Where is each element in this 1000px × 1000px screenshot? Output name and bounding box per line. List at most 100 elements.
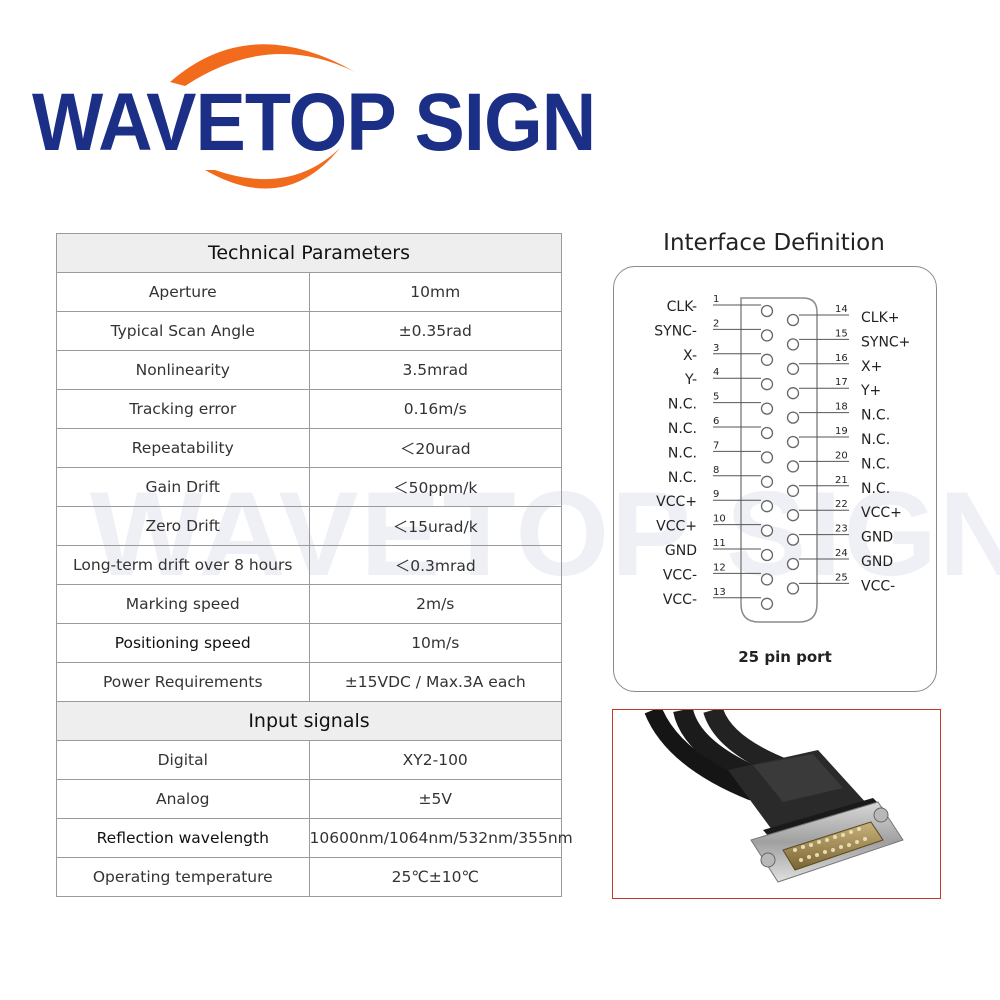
pin-8-contact [760, 475, 774, 488]
param-label: Operating temperature [56, 857, 310, 897]
param-label: Typical Scan Angle [56, 311, 310, 351]
pin-10-contact [760, 524, 774, 537]
pin-15-signal: SYNC+ [861, 334, 910, 350]
pin-17-contact [786, 387, 800, 400]
pin-19-number: 19 [835, 426, 848, 437]
technical-parameters-header: Technical Parameters [56, 233, 562, 273]
pin-5-signal: N.C. [668, 397, 697, 413]
pin-1-contact [760, 304, 774, 318]
pinout-diagram: 1CLK-2SYNC-3X-4Y-5N.C.6N.C.7N.C.8N.C.9VC… [654, 294, 910, 666]
pin-2-contact [760, 329, 774, 342]
param-value: 25℃±10℃ [308, 857, 562, 897]
param-value: ＜15urad/k [308, 506, 562, 546]
pin-25-signal: VCC- [861, 578, 895, 594]
pin-7-signal: N.C. [668, 445, 697, 461]
param-label: Aperture [56, 272, 310, 312]
interface-title: Interface Definition [663, 230, 885, 256]
pin-20-number: 20 [835, 450, 848, 461]
table-row: Repeatability＜20urad [56, 428, 562, 468]
pin-21-contact [786, 484, 800, 497]
pin-24-signal: GND [861, 554, 893, 570]
table-row: Zero Drift＜15urad/k [56, 506, 562, 546]
param-value: XY2-100 [308, 740, 562, 780]
param-value: ＜20urad [308, 428, 562, 468]
pin-12-contact [760, 573, 774, 586]
pin-13-contact [760, 597, 774, 610]
pin-22-number: 22 [835, 499, 848, 510]
port-label: 25 pin port [738, 648, 832, 666]
pin-20-contact [786, 460, 800, 473]
pin-15-number: 15 [835, 328, 848, 339]
connector-photo [612, 709, 941, 899]
table-row: Analog±5V [56, 779, 562, 819]
pin-9-signal: VCC+ [656, 494, 697, 510]
pin-23-contact [786, 533, 800, 546]
param-label: Tracking error [56, 389, 310, 429]
table-row: Long-term drift over 8 hours＜0.3mrad [56, 545, 562, 585]
param-value: 10mm [308, 272, 562, 312]
pin-17-number: 17 [835, 377, 848, 388]
pin-15-contact [786, 338, 800, 351]
pin-17-signal: Y+ [860, 383, 881, 399]
pin-2-number: 2 [713, 318, 719, 329]
param-label: Zero Drift [56, 506, 310, 546]
pin-9-contact [760, 500, 774, 513]
param-value: 3.5mrad [308, 350, 562, 390]
pin-21-number: 21 [835, 475, 848, 486]
pin-14-contact [786, 313, 800, 327]
param-value: ＜50ppm/k [308, 467, 562, 507]
param-value: 2m/s [308, 584, 562, 624]
pin-3-number: 3 [713, 343, 719, 354]
pin-11-signal: GND [665, 543, 697, 559]
param-label: Nonlinearity [56, 350, 310, 390]
param-value: 10m/s [308, 623, 562, 663]
input-signals-header: Input signals [56, 701, 562, 741]
pin-18-signal: N.C. [861, 408, 890, 424]
pin-18-contact [786, 411, 800, 424]
param-label: Positioning speed [56, 623, 310, 663]
param-label: Analog [56, 779, 310, 819]
table-row: Gain Drift＜50ppm/k [56, 467, 562, 507]
pin-10-signal: VCC+ [656, 519, 697, 535]
pin-1-number: 1 [713, 294, 719, 305]
pin-23-number: 23 [835, 524, 848, 535]
brand-name: WAVETOP SIGN [32, 77, 596, 168]
param-label: Digital [56, 740, 310, 780]
connector-outline [740, 297, 818, 623]
pin-6-number: 6 [713, 416, 719, 427]
pin-4-signal: Y- [684, 372, 697, 388]
pin-12-number: 12 [713, 562, 726, 573]
pin-11-number: 11 [713, 538, 726, 549]
param-label: Reflection wavelength [56, 818, 310, 858]
pin-20-signal: N.C. [861, 456, 890, 472]
pin-4-contact [760, 378, 774, 391]
pin-4-number: 4 [713, 367, 719, 378]
pin-8-signal: N.C. [668, 470, 697, 486]
pin-12-signal: VCC- [663, 567, 697, 583]
pin-13-signal: VCC- [663, 592, 697, 608]
pin-7-contact [760, 451, 774, 464]
param-label: Repeatability [56, 428, 310, 468]
interface-diagram-frame [613, 266, 937, 692]
table-row: Power Requirements±15VDC / Max.3A each [56, 662, 562, 702]
pin-22-contact [786, 509, 800, 522]
param-value: 10600nm/1064nm/532nm/355nm [308, 818, 573, 858]
param-value: 0.16m/s [308, 389, 562, 429]
brand-logo: WAVETOP SIGN [20, 20, 596, 200]
pin-14-signal: CLK+ [861, 310, 900, 326]
pin-24-contact [786, 557, 800, 571]
table-row: Typical Scan Angle±0.35rad [56, 311, 562, 351]
pin-7-number: 7 [713, 440, 719, 451]
pin-25-number: 25 [835, 572, 848, 583]
pin-25-contact [786, 582, 800, 595]
param-label: Long-term drift over 8 hours [56, 545, 310, 585]
param-label: Gain Drift [56, 467, 310, 507]
logo-swoosh-icon [170, 44, 355, 189]
pin-5-number: 5 [713, 392, 719, 403]
